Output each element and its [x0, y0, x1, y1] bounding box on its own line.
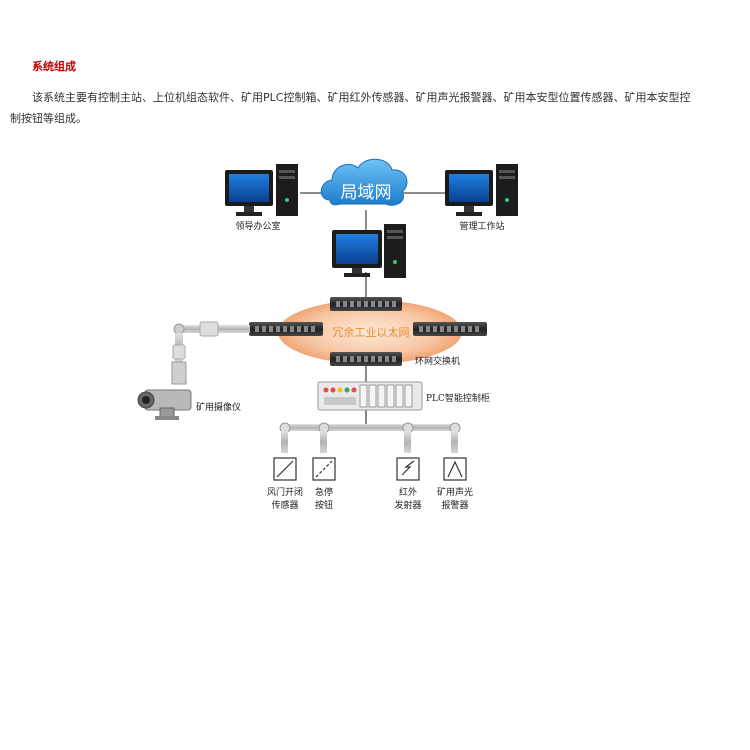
lan-cloud-label: 局域网 [340, 183, 392, 203]
ethernet-ring [278, 300, 462, 364]
device-label-emergency-stop: 急停 按钮 [302, 487, 346, 513]
door-sensor-icon [273, 457, 297, 481]
device-label-infrared: 红外 发射器 [382, 487, 434, 513]
alarm-icon [443, 457, 467, 481]
camera-cable [171, 321, 250, 385]
device-label-line: 发射器 [394, 501, 422, 511]
device-label-line: 传感器 [271, 501, 299, 511]
section-heading: 系统组成 [32, 60, 76, 73]
switch-top [330, 297, 402, 311]
switch-right [413, 322, 487, 336]
mining-camera-icon [137, 389, 192, 420]
switch-bottom [330, 352, 402, 366]
section-description: 该系统主要有控制主站、上位机组态软件、矿用PLC控制箱、矿用红外传感器、矿用声光… [10, 91, 691, 125]
device-label-line: 报警器 [441, 501, 469, 511]
switch-left [249, 322, 323, 336]
device-label-line: 矿用声光 [436, 488, 473, 498]
switch-label: 环网交换机 [415, 357, 461, 367]
device-label-line: 风门开闭 [266, 488, 303, 498]
right-pc-label: 管理工作站 [459, 222, 505, 232]
device-label-door-sensor: 风门开闭 传感器 [255, 487, 315, 513]
infrared-emitter-icon [396, 457, 420, 481]
device-bus [279, 422, 461, 453]
plc-cabinet-icon [317, 381, 423, 411]
device-label-line: 按钮 [314, 501, 333, 511]
lan-cloud-icon [320, 158, 408, 206]
left-pc-label: 领导办公室 [235, 222, 281, 232]
main-station-pc-icon [332, 224, 406, 278]
plc-label: PLC智能控制柜 [426, 394, 490, 404]
device-label-alarm: 矿用声光 报警器 [425, 487, 485, 513]
emergency-stop-icon [312, 457, 336, 481]
left-pc-icon [225, 164, 298, 216]
device-label-line: 红外 [398, 488, 417, 498]
ethernet-ring-label: 冗余工业以太网 [332, 326, 410, 339]
right-pc-icon [445, 164, 518, 216]
camera-label: 矿用摄像仪 [196, 403, 242, 413]
device-label-line: 急停 [314, 488, 333, 498]
